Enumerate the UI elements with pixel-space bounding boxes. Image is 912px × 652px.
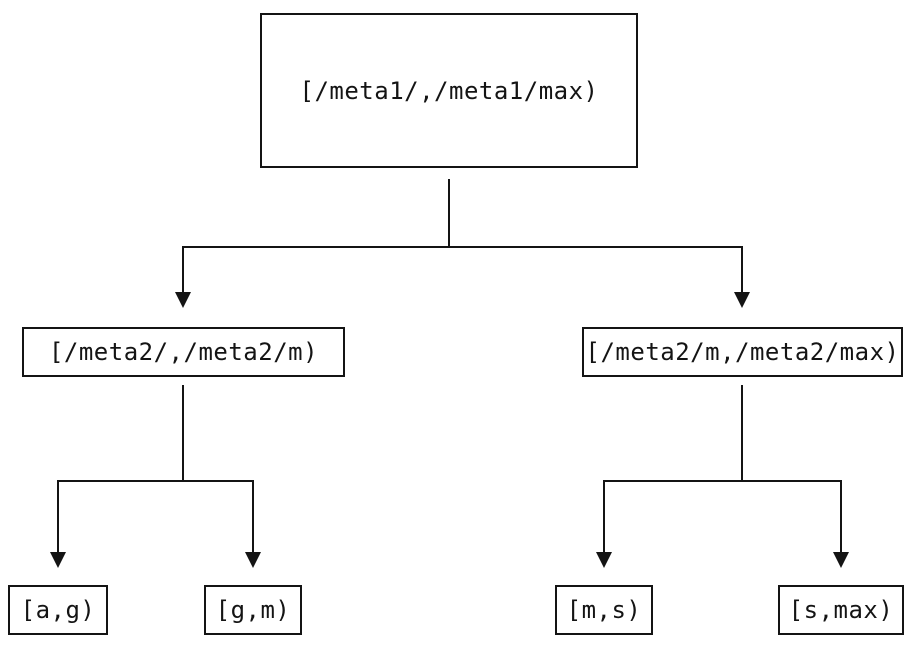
node-leaf-gm: [g,m): [204, 585, 302, 635]
arrow-down-icon: [734, 292, 750, 308]
arrow-down-icon: [50, 552, 66, 568]
connector-root-to-mid-right: [741, 246, 743, 292]
arrow-down-icon: [245, 552, 261, 568]
connector-root-stem: [448, 179, 450, 247]
node-leaf-ms-label: [m,s): [566, 596, 642, 624]
arrow-down-icon: [833, 552, 849, 568]
node-mid-right-label: [/meta2/m,/meta2/max): [585, 338, 900, 366]
connector-to-leaf-ag: [57, 480, 59, 552]
connector-root-to-mid-left: [182, 246, 184, 292]
connector-mid-left-stem: [182, 385, 184, 481]
node-leaf-smax: [s,max): [778, 585, 904, 635]
node-root: [/meta1/,/meta1/max): [260, 13, 638, 168]
node-root-label: [/meta1/,/meta1/max): [299, 76, 599, 105]
arrow-down-icon: [175, 292, 191, 308]
node-leaf-ag-label: [a,g): [20, 596, 96, 624]
node-mid-left-label: [/meta2/,/meta2/m): [48, 338, 319, 366]
node-leaf-smax-label: [s,max): [788, 596, 894, 624]
node-leaf-gm-label: [g,m): [215, 596, 291, 624]
connector-mid-left-crossbar: [57, 480, 254, 482]
node-leaf-ag: [a,g): [8, 585, 108, 635]
connector-mid-right-stem: [741, 385, 743, 481]
arrow-down-icon: [596, 552, 612, 568]
node-leaf-ms: [m,s): [555, 585, 653, 635]
connector-to-leaf-smax: [840, 480, 842, 552]
connector-to-leaf-gm: [252, 480, 254, 552]
node-mid-left: [/meta2/,/meta2/m): [22, 327, 345, 377]
connector-to-leaf-ms: [603, 480, 605, 552]
connector-root-crossbar: [182, 246, 743, 248]
node-mid-right: [/meta2/m,/meta2/max): [582, 327, 903, 377]
connector-mid-right-crossbar: [603, 480, 842, 482]
